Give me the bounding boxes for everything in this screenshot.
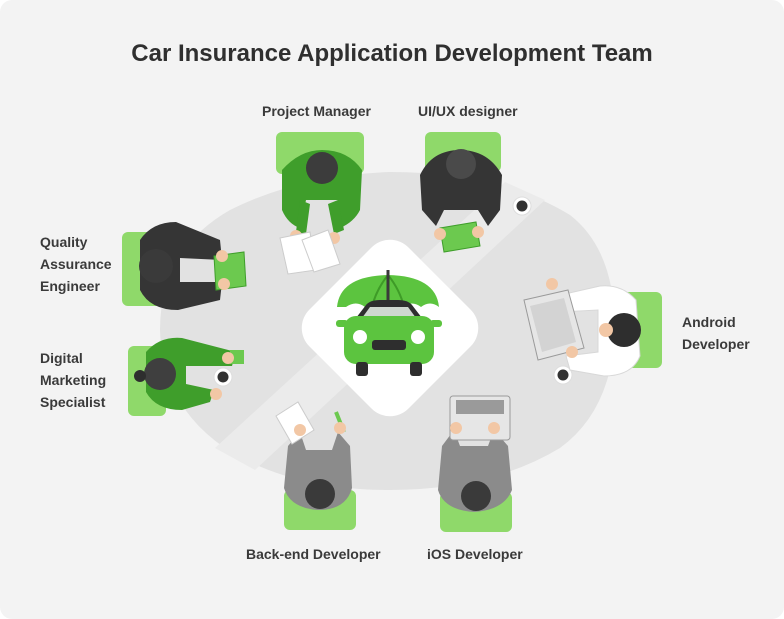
coffee-cup-icon: [553, 365, 573, 385]
car-icon: [336, 300, 442, 376]
diagram-title: Car Insurance Application Development Te…: [131, 40, 653, 67]
label-qa-line-3: Engineer: [40, 278, 100, 294]
label-qa-line-2: Assurance: [40, 256, 112, 272]
label-android-developer: Android Developer: [682, 311, 750, 355]
backend-developer-figure: [275, 401, 356, 530]
label-android-line-2: Developer: [682, 336, 750, 352]
label-backend-developer: Back-end Developer: [246, 546, 381, 562]
digital-marketer-figure: [128, 337, 244, 416]
label-dm-line-2: Marketing: [40, 372, 107, 388]
label-dm-line-1: Digital: [40, 350, 83, 366]
label-ux-designer: UI/UX designer: [418, 103, 518, 119]
ios-developer-figure: [438, 395, 512, 532]
label-digital-marketer: Digital Marketing Specialist: [40, 347, 106, 413]
coffee-cup-icon: [213, 367, 233, 387]
label-android-line-1: Android: [682, 314, 736, 330]
android-developer-figure: [523, 278, 662, 377]
label-dm-line-3: Specialist: [40, 394, 106, 410]
label-qa-engineer: Quality Assurance Engineer: [40, 231, 112, 297]
label-ios-developer: iOS Developer: [427, 546, 523, 562]
label-project-manager: Project Manager: [262, 103, 371, 119]
project-manager-figure: [276, 132, 364, 275]
ux-designer-figure: [420, 132, 502, 253]
qa-engineer-figure: [122, 222, 247, 310]
coffee-cup-icon: [512, 196, 532, 216]
label-qa-line-1: Quality: [40, 234, 88, 250]
